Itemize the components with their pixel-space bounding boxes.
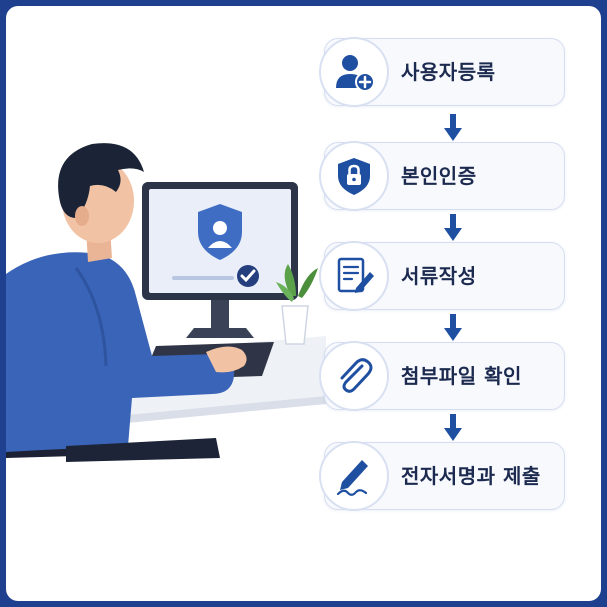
step-identity-verification: 본인인증 xyxy=(319,141,565,211)
user-add-icon xyxy=(319,37,389,107)
person-at-computer-illustration xyxy=(6,143,326,462)
monitor-stand xyxy=(186,328,254,338)
step-label: 사용자등록 xyxy=(401,60,496,84)
step-e-signature-submit: 전자서명과 제출 xyxy=(319,441,565,511)
step-attachment-check: 첨부파일 확인 xyxy=(319,341,565,411)
hand xyxy=(206,346,247,373)
arrow-down-icon xyxy=(444,214,462,241)
step-label: 본인인증 xyxy=(401,164,477,188)
diagram-frame: 사용자등록 본인인증 xyxy=(6,6,601,601)
step-document-writing: 서류작성 xyxy=(319,241,565,311)
paperclip-icon xyxy=(319,341,389,411)
arrow-down-icon xyxy=(444,314,462,341)
arrow-down-icon xyxy=(444,114,462,141)
document-edit-icon xyxy=(319,241,389,311)
step-label: 서류작성 xyxy=(401,264,477,288)
step-label: 전자서명과 제출 xyxy=(401,464,541,488)
hair xyxy=(58,143,145,218)
shield-lock-icon xyxy=(319,141,389,211)
pen-signature-icon xyxy=(319,441,389,511)
person-body xyxy=(6,252,235,452)
step-user-registration: 사용자등록 xyxy=(319,37,565,107)
step-label: 첨부파일 확인 xyxy=(401,364,522,388)
arrow-down-icon xyxy=(444,414,462,441)
plant-pot xyxy=(281,305,309,345)
process-steps: 사용자등록 본인인증 xyxy=(6,6,601,601)
